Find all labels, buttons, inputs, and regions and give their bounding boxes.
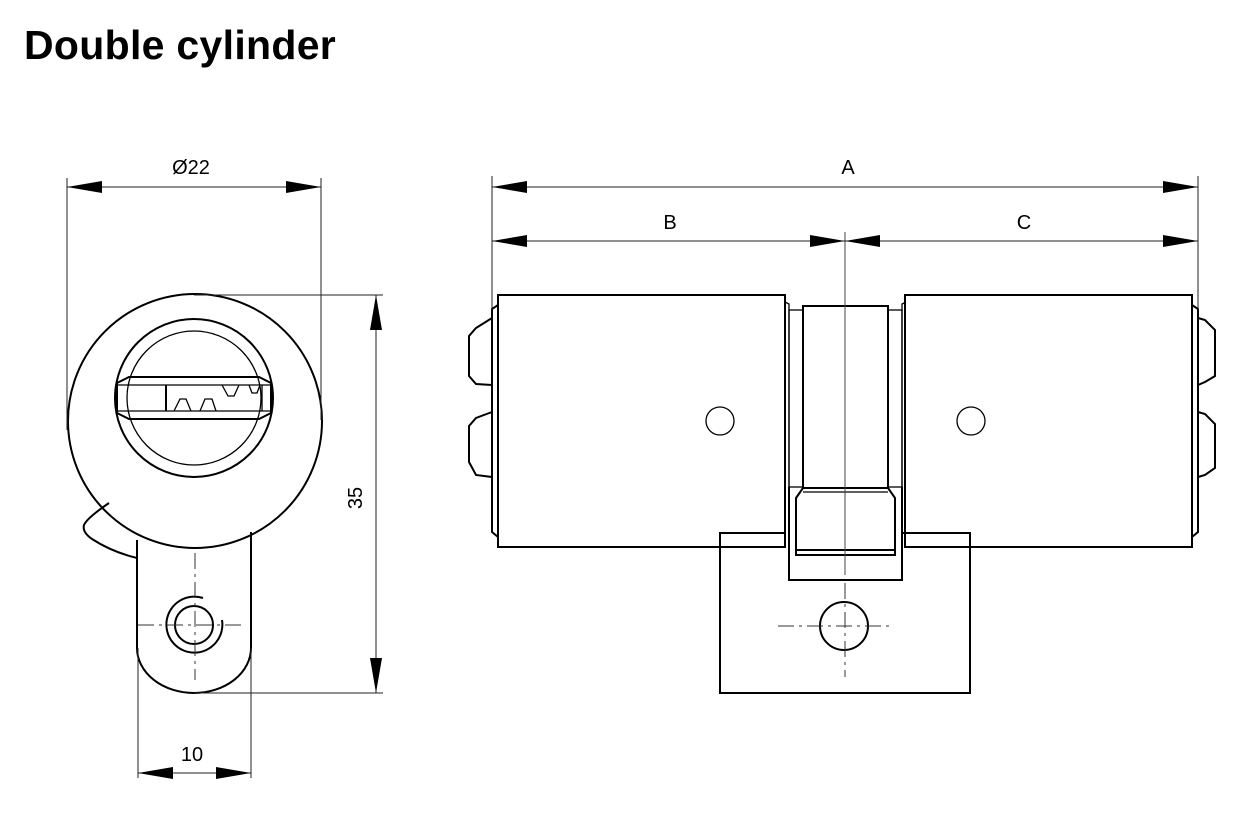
plug-inner-circle: [126, 330, 262, 466]
right-face-ring: [1191, 304, 1199, 538]
front-view: Ø22 35 10: [66, 157, 383, 779]
right-pin-hole: [956, 406, 986, 436]
cam-width-label: 10: [181, 744, 203, 766]
left-face-ring: [491, 304, 499, 538]
mounting-block: [719, 533, 971, 694]
plug-outer-circle: [114, 318, 274, 478]
arrow-icon: [1163, 235, 1198, 247]
arrow-icon: [810, 235, 845, 247]
cylinder-outer-circle: [67, 293, 323, 549]
height-label: 35: [345, 487, 367, 509]
arrow-icon: [138, 767, 173, 779]
arrow-icon: [286, 181, 321, 193]
b-label: B: [663, 212, 676, 234]
a-label: A: [841, 157, 855, 179]
cam-body: [136, 532, 252, 694]
arrow-icon: [492, 181, 527, 193]
key-teeth-bottom: [173, 398, 217, 412]
right-end-cap-bottom: [1197, 411, 1216, 478]
left-spacer: [788, 309, 804, 488]
left-end-cap-top: [468, 317, 493, 386]
right-spacer: [887, 309, 903, 488]
arrow-icon: [1163, 181, 1198, 193]
c-label: C: [1017, 212, 1031, 234]
arrow-icon: [370, 295, 382, 330]
page-title: Double cylinder: [24, 22, 337, 68]
right-end-cap-top: [1197, 317, 1216, 386]
arrow-icon: [67, 181, 102, 193]
screw-hole-arc: [165, 595, 224, 654]
right-cylinder-body: [904, 294, 1193, 548]
left-cylinder-body: [497, 294, 786, 548]
arrow-icon: [370, 658, 382, 693]
arrow-icon: [845, 235, 880, 247]
keyway-slot: [116, 376, 272, 420]
left-end-cap-bottom: [468, 411, 493, 478]
left-pin-hole: [705, 406, 735, 436]
arrow-icon: [216, 767, 251, 779]
side-view: A B C: [468, 157, 1216, 694]
cam-lug: [82, 502, 138, 559]
arrow-icon: [492, 235, 527, 247]
diameter-label: Ø22: [172, 157, 210, 179]
key-teeth-top: [221, 384, 261, 397]
